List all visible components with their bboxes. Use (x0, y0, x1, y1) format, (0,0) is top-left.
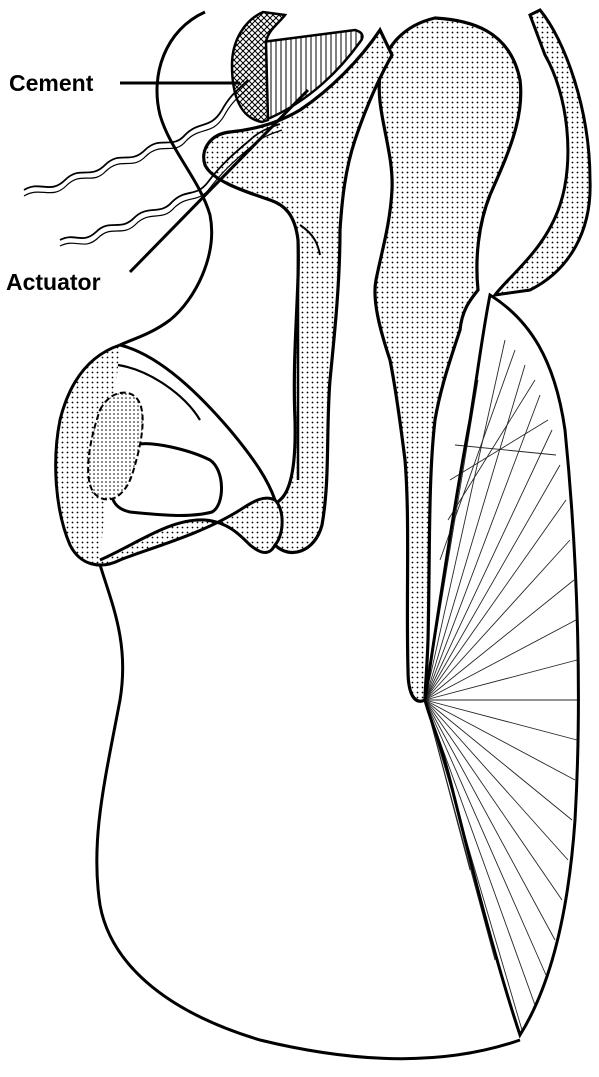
fan-muscle (425, 295, 578, 1035)
upper-left-outline (120, 12, 212, 345)
actuator-label: Actuator (6, 271, 101, 294)
cement-label: Cement (9, 72, 93, 95)
